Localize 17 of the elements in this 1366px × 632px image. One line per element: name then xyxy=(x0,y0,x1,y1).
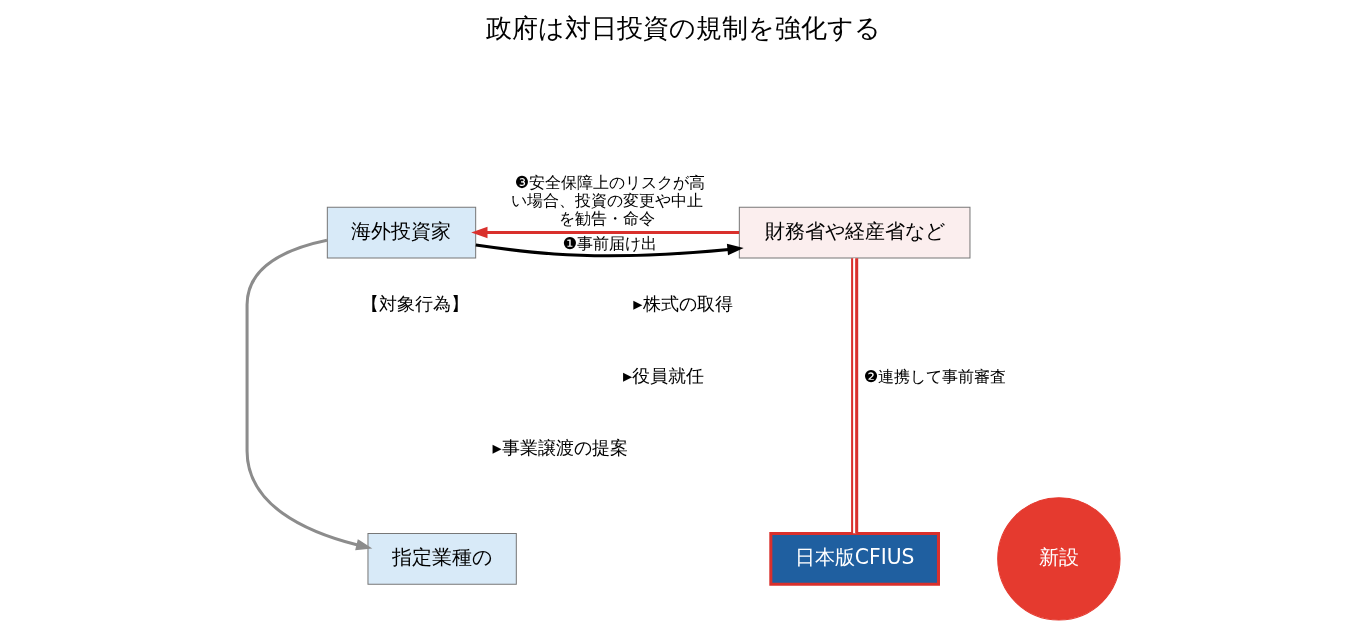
node-box: 財務省や経産省など xyxy=(738,206,970,259)
edge-label: ❷連携して事前審査 xyxy=(863,366,1006,386)
connector xyxy=(850,258,858,534)
label: ▸事業譲渡の提案 xyxy=(491,437,628,459)
label: ▸株式の取得 xyxy=(632,293,733,315)
edge-label: ❸安全保障上のリスクが高い場合、投資の変更や中止を勧告・命令 xyxy=(511,172,705,229)
arrow xyxy=(470,226,739,239)
node-box: 日本版CFIUS xyxy=(768,531,940,586)
diagram-title: 政府は対日投資の規制を強化する xyxy=(485,12,881,44)
node-box: 指定業種の xyxy=(366,532,517,585)
label: 【対象行為】 xyxy=(360,293,469,315)
node-circle: 新設 xyxy=(996,497,1121,621)
arrow xyxy=(245,238,372,551)
arrow xyxy=(475,243,744,258)
label: ▸役員就任 xyxy=(622,365,704,387)
edge-label: ❶事前届け出 xyxy=(562,233,657,253)
node-box: 海外投資家 xyxy=(326,206,476,259)
